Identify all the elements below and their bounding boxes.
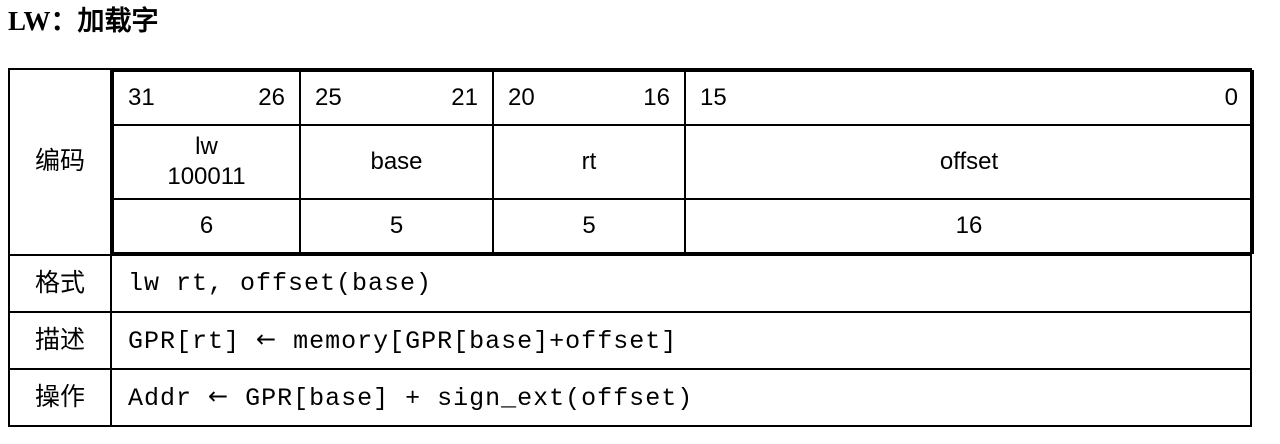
bit-high-25: 25 (315, 84, 342, 111)
left-arrow-icon: ← (208, 382, 230, 410)
field-opcode: lw 100011 (112, 124, 301, 200)
left-arrow-icon: ← (256, 325, 278, 353)
encoding-bit-table: 31 26 25 21 (112, 70, 1254, 254)
field-width-base: 5 (299, 198, 494, 254)
field-width-offset: 16 (684, 198, 1254, 254)
instruction-reference-table: 编码 31 (8, 68, 1254, 427)
bit-high-20: 20 (508, 84, 535, 111)
bit-high-15: 15 (700, 84, 727, 111)
description-rhs: memory[GPR[base]+offset] (277, 327, 678, 356)
field-width-row: 6 5 5 16 (112, 198, 1254, 254)
table-row-format: 格式 lw rt, offset(base) (8, 254, 1252, 313)
encoding-diagram: 31 26 25 21 (110, 68, 1254, 256)
field-width-rt: 5 (492, 198, 686, 254)
page-title: LW：加载字 (8, 6, 159, 36)
table-row-encoding: 编码 31 (8, 68, 1254, 256)
bit-high-31: 31 (128, 84, 155, 111)
field-opcode-bits: 100011 (167, 163, 246, 190)
operation-expression: Addr ← GPR[base] + sign_ext(offset) (110, 368, 1252, 427)
field-name-row: lw 100011 base rt offset (112, 124, 1254, 200)
bit-range-offset: 15 0 (684, 70, 1254, 126)
bit-number-row: 31 26 25 21 (112, 70, 1254, 126)
bit-range-base: 25 21 (299, 70, 494, 126)
row-label-format: 格式 (8, 254, 112, 313)
table-row-operation: 操作 Addr ← GPR[base] + sign_ext(offset) (8, 368, 1252, 427)
bit-low-21: 21 (451, 84, 478, 111)
description-lhs: GPR[rt] (128, 327, 257, 356)
field-opcode-mnemonic: lw (195, 133, 218, 160)
bit-low-26: 26 (258, 84, 285, 111)
field-rt: rt (492, 124, 686, 200)
operation-lhs: Addr (128, 384, 209, 413)
format-syntax: lw rt, offset(base) (110, 254, 1252, 313)
description-expression: GPR[rt] ← memory[GPR[base]+offset] (110, 311, 1252, 370)
row-label-description: 描述 (8, 311, 112, 370)
bit-low-16: 16 (643, 84, 670, 111)
field-base: base (299, 124, 494, 200)
operation-rhs: GPR[base] + sign_ext(offset) (229, 384, 694, 413)
bit-low-0: 0 (1224, 84, 1238, 111)
table-row-description: 描述 GPR[rt] ← memory[GPR[base]+offset] (8, 311, 1252, 370)
row-label-operation: 操作 (8, 368, 112, 427)
field-offset: offset (684, 124, 1254, 200)
bit-range-opcode: 31 26 (112, 70, 301, 126)
row-label-encoding: 编码 (8, 68, 112, 256)
field-width-opcode: 6 (112, 198, 301, 254)
bit-range-rt: 20 16 (492, 70, 686, 126)
